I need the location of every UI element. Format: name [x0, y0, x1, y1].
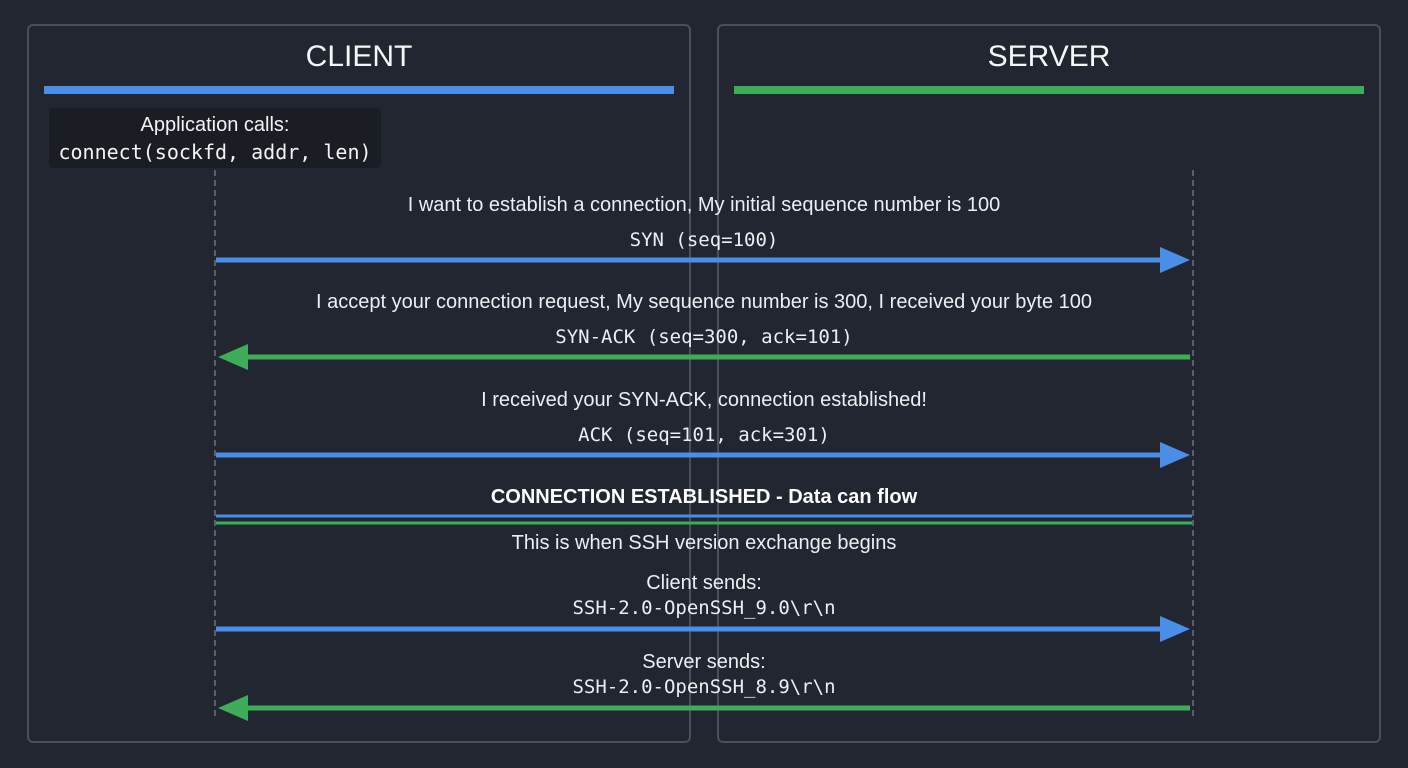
established-divider — [216, 514, 1192, 525]
client-version-arrow — [216, 616, 1190, 642]
client-lifeline — [214, 170, 216, 716]
server-version-arrow-head — [218, 695, 248, 721]
application-call-label: Application calls: — [140, 114, 290, 136]
syn-ack-arrow-head — [218, 344, 248, 370]
client-sends-label: Client sends: — [646, 572, 762, 594]
ack-arrow-head — [1160, 442, 1190, 468]
client-version-arrow-head — [1160, 616, 1190, 642]
established-note: This is when SSH version exchange begins — [511, 532, 897, 554]
syn-ack-description: I accept your connection request, My seq… — [316, 291, 1092, 313]
client-version-string: SSH-2.0-OpenSSH_9.0\r\n — [572, 597, 836, 619]
syn-packet-label: SYN (seq=100) — [629, 229, 779, 251]
server-panel — [717, 24, 1381, 743]
established-title: CONNECTION ESTABLISHED - Data can flow — [490, 486, 918, 508]
ack-packet-label: ACK (seq=101, ack=301) — [578, 424, 830, 446]
server-lifeline — [1192, 170, 1194, 716]
syn-ack-arrow — [218, 344, 1190, 370]
application-call-box: Application calls: connect(sockfd, addr,… — [49, 108, 381, 168]
application-call-code: connect(sockfd, addr, len) — [58, 140, 372, 164]
server-header-bar — [734, 86, 1364, 94]
client-title: CLIENT — [305, 40, 413, 73]
syn-arrow-head — [1160, 247, 1190, 273]
server-title: SERVER — [987, 40, 1111, 73]
client-header-bar — [44, 86, 674, 94]
syn-arrow — [216, 247, 1190, 273]
server-version-string: SSH-2.0-OpenSSH_8.9\r\n — [572, 676, 836, 698]
ack-arrow — [216, 442, 1190, 468]
server-version-arrow — [218, 695, 1190, 721]
client-panel — [27, 24, 691, 743]
syn-ack-packet-label: SYN-ACK (seq=300, ack=101) — [555, 326, 853, 348]
syn-description: I want to establish a connection, My ini… — [407, 194, 1001, 216]
ack-description: I received your SYN-ACK, connection esta… — [481, 389, 927, 411]
server-sends-label: Server sends: — [642, 651, 766, 673]
